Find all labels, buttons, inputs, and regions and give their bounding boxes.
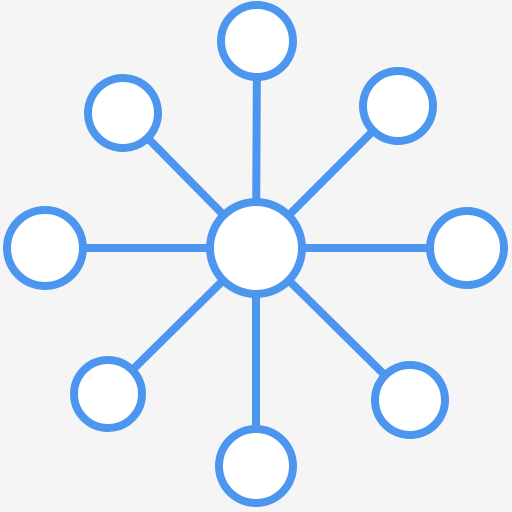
node-right	[426, 207, 508, 289]
node-bottom-right	[371, 361, 449, 439]
node-bottom	[215, 425, 297, 507]
node-top-left	[84, 74, 162, 152]
nodes	[3, 1, 508, 507]
node-bottom-left	[70, 356, 146, 432]
node-center	[206, 198, 306, 298]
node-top	[217, 1, 297, 81]
node-left	[3, 206, 87, 290]
node-top-right	[359, 67, 437, 145]
